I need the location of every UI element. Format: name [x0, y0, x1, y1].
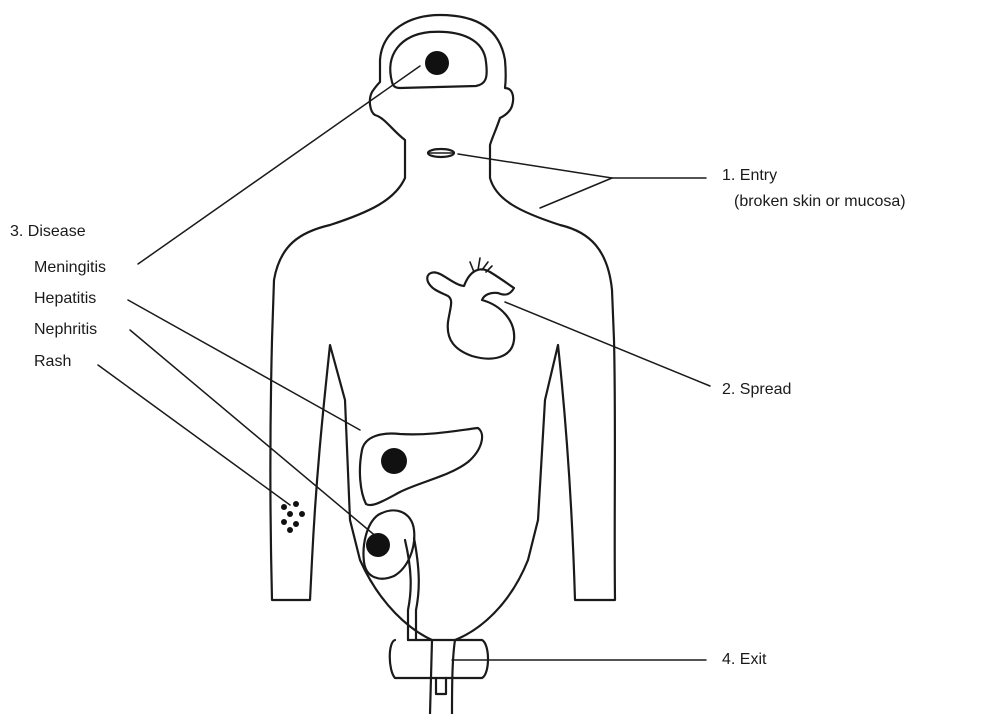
label-rash: Rash — [34, 352, 71, 372]
leader-meningitis — [138, 66, 420, 264]
leader-entry-skin — [540, 178, 612, 208]
label-exit: 4. Exit — [722, 650, 766, 670]
brain-lesion-dot — [425, 51, 449, 75]
bladder — [390, 640, 488, 678]
label-entry: 1. Entry — [722, 166, 777, 186]
heart — [427, 269, 514, 358]
label-entry-sub: (broken skin or mucosa) — [734, 192, 906, 212]
label-meningitis: Meningitis — [34, 258, 106, 278]
liver — [360, 428, 482, 505]
label-nephritis: Nephritis — [34, 320, 97, 340]
leader-hepatitis — [128, 300, 360, 430]
label-hepatitis: Hepatitis — [34, 289, 96, 309]
rash-dots-icon — [281, 501, 305, 533]
leader-spread — [505, 302, 710, 386]
leader-nephritis — [130, 330, 378, 538]
label-spread: 2. Spread — [722, 380, 791, 400]
body-outline — [271, 15, 616, 714]
leader-rash — [98, 365, 290, 505]
urethra — [436, 678, 446, 694]
kidney-lesion-dot — [366, 533, 390, 557]
liver-lesion-dot — [381, 448, 407, 474]
label-disease: 3. Disease — [10, 222, 86, 242]
leader-entry-mouth — [458, 154, 612, 178]
